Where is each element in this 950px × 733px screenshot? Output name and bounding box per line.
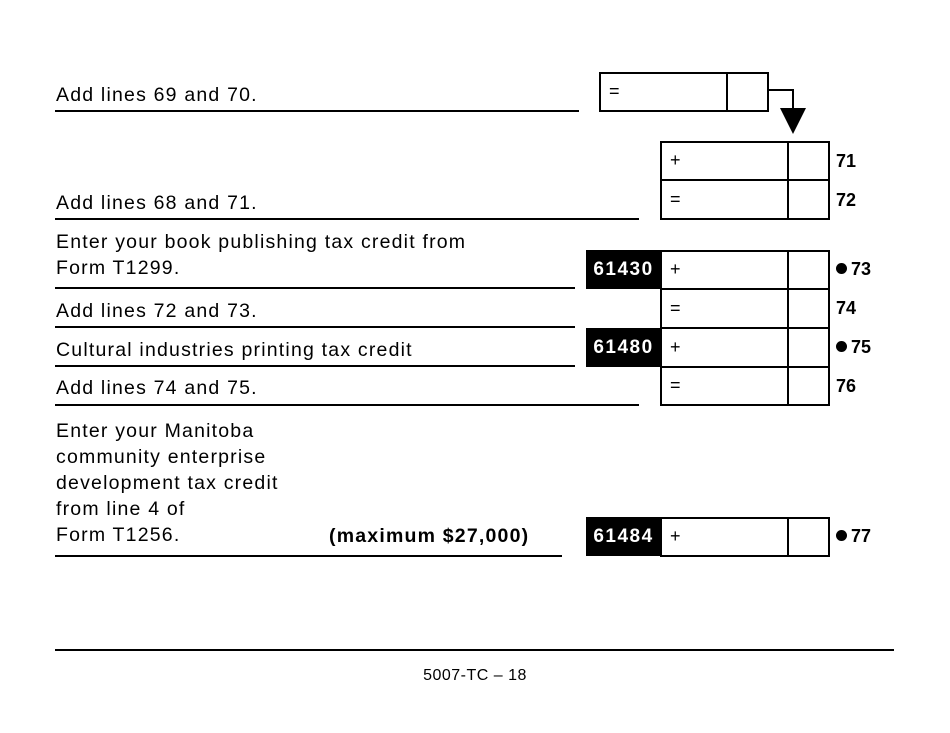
amount-field-75[interactable]: + xyxy=(660,327,830,368)
line-code-61430: 61430 xyxy=(586,250,661,289)
page-footer-label: 5007-TC – 18 xyxy=(423,667,527,684)
row-label-74: Add lines 72 and 73. xyxy=(56,300,258,322)
row-label-76: Add lines 74 and 75. xyxy=(56,377,258,399)
cents-input[interactable] xyxy=(785,143,828,179)
cents-input[interactable] xyxy=(785,519,828,555)
plus-operator: + xyxy=(670,336,681,357)
arrow-down-icon xyxy=(768,89,806,134)
line-number-75: 75 xyxy=(836,337,871,357)
line-number-71: 71 xyxy=(836,151,857,171)
required-bullet-icon xyxy=(836,530,847,541)
cents-input[interactable] xyxy=(785,181,828,218)
plus-operator: + xyxy=(670,526,681,547)
row-rule xyxy=(55,404,639,406)
row-rule xyxy=(55,555,562,557)
row-label-75: Cultural industries printing tax credit xyxy=(56,339,413,361)
line-number-74: 74 xyxy=(836,298,857,318)
dollars-input[interactable]: + xyxy=(662,143,789,179)
line-number-76: 76 xyxy=(836,376,857,396)
equals-operator: = xyxy=(670,297,681,318)
row-label-77-line5: Form T1256. xyxy=(56,524,181,546)
maximum-note: (maximum $27,000) xyxy=(329,525,530,547)
cents-input[interactable] xyxy=(724,74,767,110)
row-label-77-line4: from line 4 of xyxy=(56,498,186,520)
row-rule xyxy=(55,326,575,328)
required-bullet-icon xyxy=(836,263,847,274)
line-number-77: 77 xyxy=(836,526,871,546)
cents-input[interactable] xyxy=(785,368,828,404)
row-label-77-line2: community enterprise xyxy=(56,446,267,468)
line-number-72: 72 xyxy=(836,190,857,210)
row-label-72: Add lines 68 and 71. xyxy=(56,192,258,214)
amount-field-72[interactable]: = xyxy=(660,179,830,220)
dollars-input[interactable]: = xyxy=(601,74,728,110)
line-number-text: 77 xyxy=(851,526,872,546)
cents-input[interactable] xyxy=(785,290,828,327)
amount-field-77[interactable]: + xyxy=(660,517,830,557)
row-label-73-line1: Enter your book publishing tax credit fr… xyxy=(56,231,467,253)
row-rule xyxy=(55,287,575,289)
plus-operator: + xyxy=(670,259,681,280)
dollars-input[interactable]: = xyxy=(662,290,789,327)
dollars-input[interactable]: + xyxy=(662,252,789,288)
dollars-input[interactable]: + xyxy=(662,329,789,366)
footer-rule xyxy=(55,649,894,651)
row-label-69-70: Add lines 69 and 70. xyxy=(56,84,258,106)
plus-operator: + xyxy=(670,150,681,171)
amount-field-69-70-total[interactable]: = xyxy=(599,72,769,112)
row-rule xyxy=(55,365,575,367)
line-number-text: 75 xyxy=(851,337,872,357)
amount-field-71[interactable]: + xyxy=(660,141,830,181)
amount-field-73[interactable]: + xyxy=(660,250,830,290)
dollars-input[interactable]: = xyxy=(662,181,789,218)
line-code-61480: 61480 xyxy=(586,328,661,367)
row-label-77-line3: development tax credit xyxy=(56,472,279,494)
line-code-61484: 61484 xyxy=(586,517,661,556)
equals-operator: = xyxy=(670,375,681,396)
dollars-input[interactable]: + xyxy=(662,519,789,555)
equals-operator: = xyxy=(609,81,620,102)
row-label-77-line1: Enter your Manitoba xyxy=(56,420,255,442)
amount-field-74[interactable]: = xyxy=(660,288,830,329)
row-rule xyxy=(55,110,579,112)
row-label-73-line2: Form T1299. xyxy=(56,257,181,279)
row-rule xyxy=(55,218,639,220)
line-number-73: 73 xyxy=(836,259,871,279)
cents-input[interactable] xyxy=(785,252,828,288)
amount-field-76[interactable]: = xyxy=(660,366,830,406)
line-number-text: 73 xyxy=(851,259,872,279)
cents-input[interactable] xyxy=(785,329,828,366)
dollars-input[interactable]: = xyxy=(662,368,789,404)
required-bullet-icon xyxy=(836,341,847,352)
equals-operator: = xyxy=(670,188,681,209)
